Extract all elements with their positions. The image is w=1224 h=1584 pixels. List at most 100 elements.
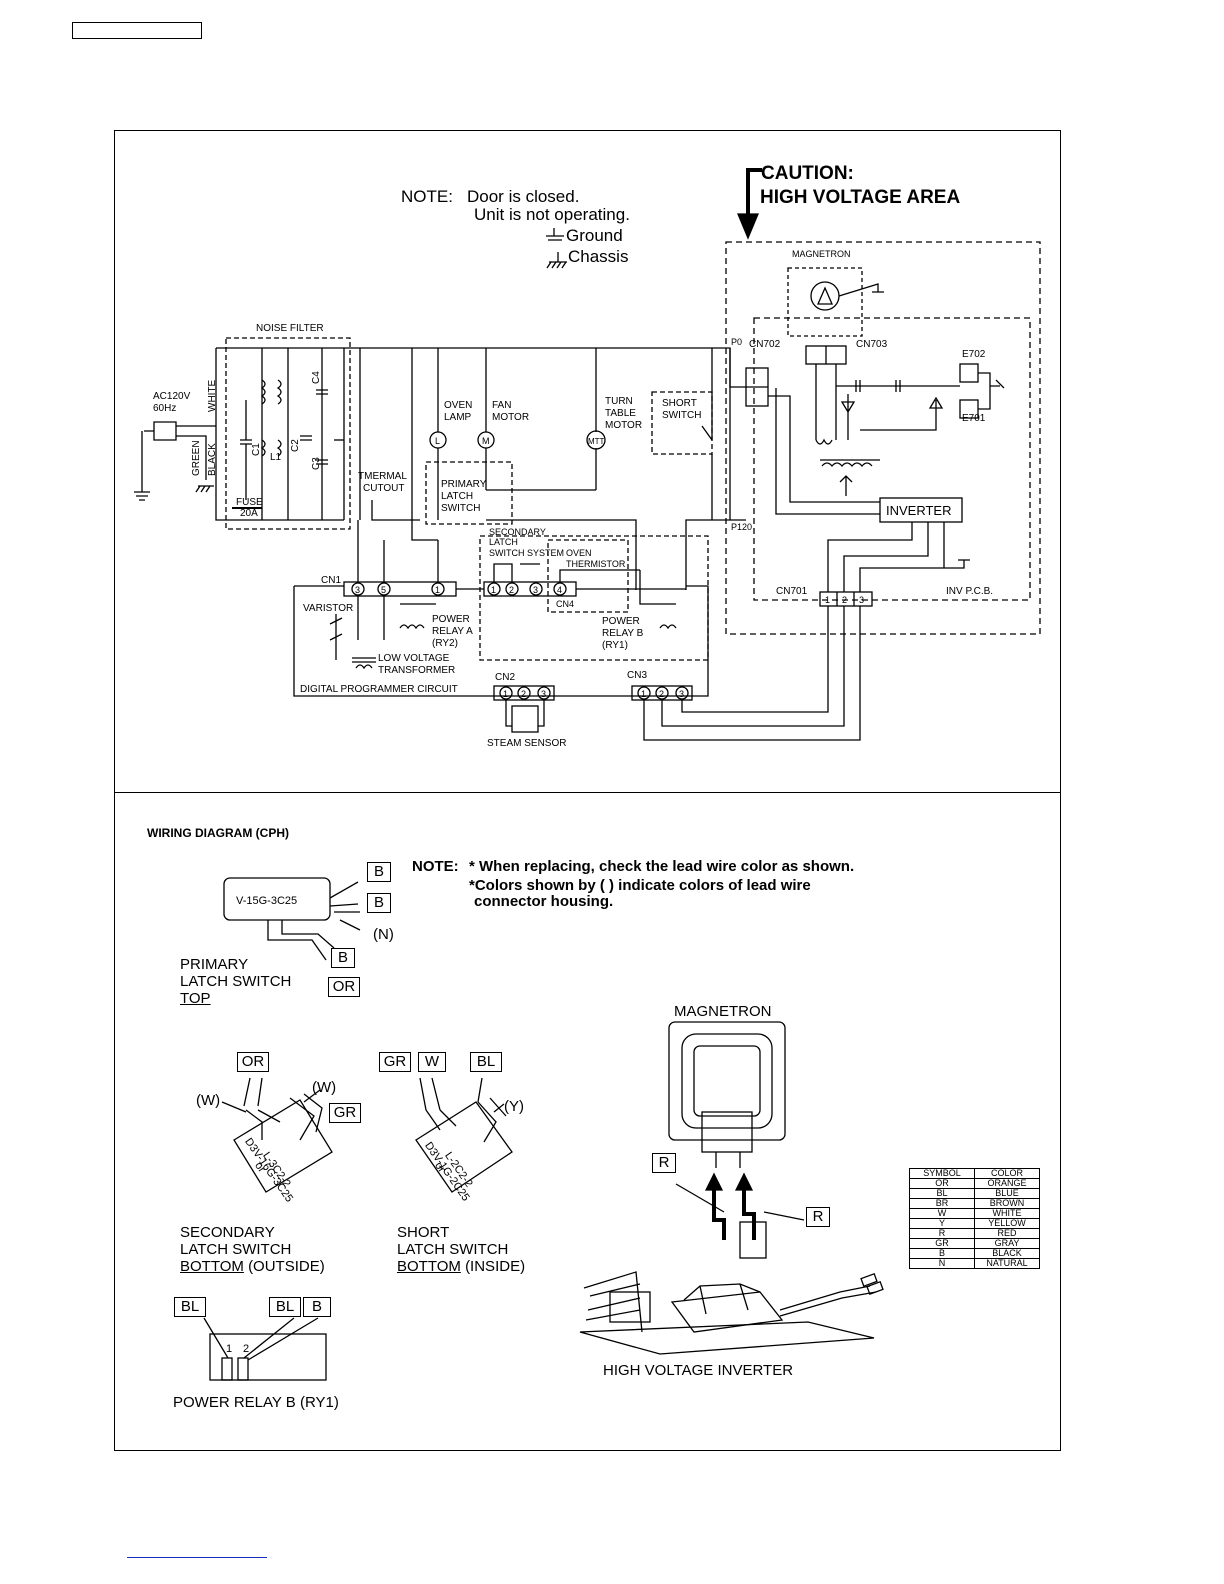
tag-magnetron-r2: R [806,1207,830,1227]
symbol-cell: B [909,1248,975,1259]
cn1-pin: 1 [435,585,440,595]
wiring-drawings [203,877,884,1381]
p120-label: P120 [731,522,752,532]
cn701-pin: 3 [859,595,864,605]
primary-part-number: V-15G-3C25 [236,895,298,907]
wiring-note-line3: connector housing. [474,893,614,910]
color-cell: WHITE [974,1208,1040,1219]
table-header: SYMBOL [909,1168,975,1179]
primary-latch-label3: SWITCH [441,503,480,514]
secondary-latch-label2: LATCH [489,537,518,547]
tag-primary-b2: B [367,893,391,913]
tag-short-gr: GR [379,1052,411,1072]
short-switch-label2: SWITCH [662,410,701,421]
note-prefix: NOTE: [401,187,453,206]
schematic-diagram: NOTE: Door is closed. Unit is not operat… [134,163,1041,749]
c1-label: C1 [251,443,262,456]
primary-housing: (N) [373,926,394,943]
secondary-latch-label: SECONDARY [489,527,546,537]
relay-pin2: 2 [243,1343,250,1355]
noise-filter-label: NOISE FILTER [256,323,324,334]
secondary-label1: SECONDARY [180,1224,275,1241]
digital-programmer-label: DIGITAL PROGRAMMER CIRCUIT [300,684,458,695]
tag-short-w: W [418,1052,446,1072]
inverter-label: INVERTER [886,503,952,518]
ac-label: AC120V [153,391,191,402]
cn3-pin: 2 [659,689,664,699]
short-housing: (Y) [504,1098,524,1115]
symbol-cell: BR [909,1198,975,1209]
secondary-housing-right: (W) [312,1079,337,1096]
color-cell: ORANGE [974,1178,1040,1189]
short-switch-label: SHORT [662,398,697,409]
varistor-label: VARISTOR [303,603,353,614]
color-cell: BLACK [974,1248,1040,1259]
oven-lamp-label2: LAMP [444,412,472,423]
secondary-latch-label3: SWITCH SYSTEM [489,548,564,558]
c2-label: C2 [290,439,301,452]
cn4-pin: 2 [509,585,514,595]
tag-magnetron-r1: R [652,1153,676,1173]
cn3-pin: 1 [641,689,646,699]
secondary-housing-left: (W) [196,1092,221,1109]
wiring-note-prefix: NOTE: [412,858,459,875]
symbol-cell: R [909,1228,975,1239]
section-divider [114,792,1061,793]
relay-b-label: POWER RELAY B (RY1) [173,1394,339,1411]
relay-a-label3: (RY2) [432,638,458,649]
steam-sensor-label: STEAM SENSOR [487,738,566,749]
thermal-cutout-label: TMERMAL [358,471,407,482]
cn4-label: CN4 [556,599,574,609]
wiring-title: WIRING DIAGRAM (CPH) [147,826,289,840]
hz-label: 60Hz [153,403,176,414]
primary-label2: LATCH SWITCH [180,973,292,990]
secondary-label2: LATCH SWITCH [180,1241,292,1258]
cn3-pin: 3 [679,689,684,699]
cn703-label: CN703 [856,339,888,350]
page-frame [114,130,1061,1451]
cn701-pin: 2 [842,595,847,605]
cn2-pin: 1 [503,689,508,699]
e701-label: E701 [962,413,986,424]
primary-label1: PRIMARY [180,956,249,973]
primary-latch-label2: LATCH [441,491,473,502]
cn2-pin: 3 [541,689,546,699]
lamp-symbol-label: L [435,436,440,446]
color-cell: YELLOW [974,1218,1040,1229]
fan-motor-label: FAN [492,400,511,411]
fan-motor-label2: MOTOR [492,412,529,423]
relay-b-label2: RELAY B [602,628,644,639]
inv-pcb-label: INV P.C.B. [946,586,993,597]
relay-a-label: POWER [432,614,470,625]
ground-label: Ground [566,226,623,245]
fan-symbol-label: M [482,436,490,446]
caution-title: CAUTION: [761,163,854,184]
color-cell: NATURAL [974,1258,1040,1269]
green-wire-label: GREEN [191,440,202,476]
turntable-label3: MOTOR [605,420,642,431]
table-header: COLOR [974,1168,1040,1179]
secondary-label3a: BOTTOM [180,1258,244,1275]
fuse-rating: 20A [240,508,258,519]
wiring-note-line1: * When replacing, check the lead wire co… [469,858,855,875]
color-cell: BROWN [974,1198,1040,1209]
short-label1: SHORT [397,1224,450,1241]
note-line2: Unit is not operating. [474,205,630,224]
cn701-pin: 1 [825,595,830,605]
e702-label: E702 [962,349,986,360]
secondary-label3: BOTTOM (OUTSIDE) [180,1258,325,1275]
cn2-pin: 2 [521,689,526,699]
relay-b-label: POWER [602,616,640,627]
oven-lamp-label: OVEN [444,400,472,411]
turntable-label: TURN [605,396,633,407]
fuse-label: FUSE [236,497,263,508]
chassis-label: Chassis [568,247,628,266]
cn1-label: CN1 [321,575,341,586]
black-wire-label: BLACK [207,443,218,476]
